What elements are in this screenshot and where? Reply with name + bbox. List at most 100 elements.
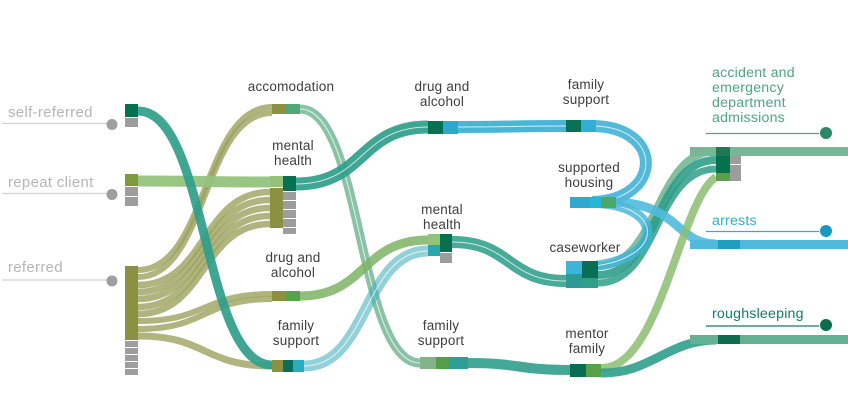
label-drug-and-alcohol-stage1-2: alcohol — [271, 265, 315, 280]
label-mental-health-stage1-2: health — [274, 153, 312, 168]
label-family-support-stage2-2: support — [418, 333, 464, 348]
label-accomodation: accomodation — [248, 79, 334, 94]
connector-roughsleeping-dot — [820, 319, 832, 331]
label-aande-1: accident and — [712, 65, 795, 81]
flow-referred-to-family-support — [137, 332, 273, 370]
node-referred-segment-2 — [125, 341, 138, 347]
node-drug-and-alcohol-stage1-segment-1 — [272, 291, 286, 301]
node-referred-segment-6 — [125, 369, 138, 375]
node-accomodation-segment-2 — [286, 104, 300, 114]
label-self-referred: self-referred — [8, 104, 93, 121]
label-arrests: arrests — [712, 213, 757, 229]
flow-referred-to-drug-and-alcohol-1 — [137, 291, 273, 324]
label-family-support-stage1-1: family — [278, 318, 315, 333]
node-mental-health-stage1-segment-6 — [283, 210, 296, 218]
node-drug-and-alcohol-stage1-segment-2 — [286, 291, 300, 301]
node-referred-segment-1 — [125, 266, 138, 340]
node-mental-health-stage2-segment-4 — [440, 253, 452, 263]
label-roughsleeping: roughsleeping — [712, 306, 804, 322]
connector-referred-dot — [106, 275, 118, 287]
node-referred-segment-3 — [125, 348, 138, 354]
node-mental-health-stage1-segment-7 — [283, 219, 296, 227]
node-referred-segment-5 — [125, 362, 138, 368]
node-caseworker-segment-1 — [566, 261, 582, 274]
label-mental-health-stage1-1: mental — [272, 138, 314, 153]
node-family-support-stage2-segment-3 — [450, 357, 468, 369]
flow-accomodation-to-family-support-divider — [299, 108, 421, 364]
node-mentor-family-segment-2 — [586, 364, 601, 377]
node-mental-health-stage1-segment-1 — [270, 176, 283, 187]
node-self-referred-segment-2 — [125, 118, 138, 127]
node-mentor-family-segment-1 — [570, 364, 586, 377]
label-aande-4: admissions — [712, 110, 785, 126]
connector-aande-dot — [820, 127, 832, 139]
band-arrests — [690, 240, 848, 249]
flow-repeat-client-to-mental-health — [137, 175, 271, 188]
node-mental-health-stage2-segment-2 — [428, 245, 440, 256]
node-family-support-stage3-segment-1 — [566, 120, 581, 132]
node-drug-and-alcohol-stage2-segment-1 — [428, 121, 443, 134]
flow-referred-to-mental-health-3 — [137, 204, 271, 303]
node-family-support-stage1-segment-1 — [272, 360, 283, 372]
label-mentor-family-1: mentor — [565, 326, 609, 341]
label-supported-housing-2: housing — [565, 175, 614, 190]
label-family-support-stage2-1: family — [423, 318, 460, 333]
node-mental-health-stage1-segment-3 — [283, 176, 296, 191]
node-mental-health-stage1-segment-2 — [270, 188, 283, 228]
node-repeat-client-segment-3 — [125, 197, 138, 206]
node-aande-segment-2 — [716, 156, 730, 165]
node-supported-housing-segment-1 — [570, 197, 590, 208]
node-caseworker-segment-2 — [566, 274, 582, 288]
label-supported-housing-1: supported — [558, 160, 620, 175]
node-repeat-client-segment-1 — [125, 174, 138, 186]
flow-family-support-to-mental-health-divider — [303, 250, 429, 367]
label-family-support-stage3-2: support — [563, 92, 609, 107]
node-repeat-client-segment-2 — [125, 187, 138, 196]
node-family-support-stage2-segment-1 — [420, 357, 436, 369]
flow-mental-health-to-caseworker-divider — [451, 241, 567, 282]
node-family-support-stage3-segment-2 — [581, 120, 596, 132]
node-supported-housing-segment-3 — [601, 197, 616, 208]
node-aande-segment-5 — [730, 156, 741, 164]
flow-referred-to-mental-health-4 — [137, 212, 271, 311]
node-mental-health-stage1-segment-4 — [283, 192, 296, 200]
node-caseworker-segment-4 — [582, 278, 598, 288]
node-aande-segment-6 — [730, 165, 741, 173]
node-family-support-stage2-segment-2 — [436, 357, 450, 369]
flow-mentor-family-to-roughsleeping — [600, 335, 717, 378]
connector-arrests-dot — [820, 225, 832, 237]
node-roughsleeping-segment-1 — [718, 335, 740, 344]
node-family-support-stage1-segment-3 — [293, 360, 304, 372]
node-caseworker-segment-3 — [582, 261, 598, 278]
flow-drug-and-alcohol-to-family-support-divider — [457, 125, 567, 128]
label-drug-and-alcohol-stage2-2: alcohol — [420, 94, 464, 109]
node-aande-segment-1 — [716, 147, 730, 156]
label-caseworker: caseworker — [549, 240, 620, 255]
node-drug-and-alcohol-stage2-segment-2 — [443, 121, 458, 134]
flow-mentor-family-to-aande — [600, 173, 719, 373]
flow-referred-to-accomodation-2 — [137, 110, 273, 280]
node-family-support-stage1-segment-2 — [283, 360, 293, 372]
band-aande — [690, 147, 848, 156]
label-family-support-stage3-1: family — [568, 77, 605, 92]
flow-mental-health-to-drug-and-alcohol-divider — [295, 126, 429, 185]
flow-referred-to-mental-health-5 — [137, 220, 271, 318]
flow-self-referred-to-family-support — [137, 106, 273, 370]
node-supported-housing-segment-2 — [590, 197, 601, 208]
node-aande-segment-4 — [716, 173, 730, 181]
band-roughsleeping — [690, 335, 848, 344]
label-drug-and-alcohol-stage1-1: drug and — [266, 250, 321, 265]
node-aande-segment-7 — [730, 173, 741, 181]
label-mentor-family-2: family — [569, 341, 606, 356]
label-referred: referred — [8, 259, 63, 276]
node-aande-segment-3 — [716, 165, 730, 173]
label-repeat-client: repeat client — [8, 174, 94, 191]
flow-drug-and-alcohol-to-mental-health — [299, 235, 429, 301]
node-mental-health-stage1-segment-8 — [283, 228, 296, 234]
label-aande-2: emergency — [712, 80, 785, 96]
label-drug-and-alcohol-stage2-1: drug and — [415, 79, 470, 94]
flow-caseworker-to-aande-2 — [597, 156, 717, 279]
node-mental-health-stage2-segment-3 — [440, 234, 452, 252]
